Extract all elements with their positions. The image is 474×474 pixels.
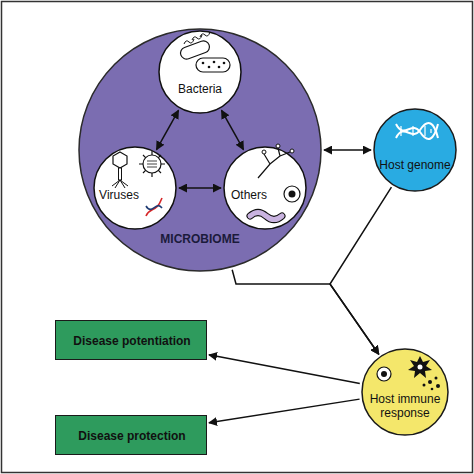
microbiome-circle: MICROBIOME BacteriaViruses Others — [78, 28, 322, 272]
immune-circle: Host immune response — [361, 348, 449, 436]
shape-fill — [374, 109, 456, 191]
node-label: Host immune response — [367, 392, 443, 420]
shape-fill — [79, 29, 321, 271]
node-label: Viruses — [96, 188, 142, 202]
node-label: Disease protection — [56, 429, 208, 443]
taxon-circle: Viruses — [93, 146, 177, 230]
node-label: Others — [227, 188, 271, 202]
shape-outline — [158, 30, 242, 114]
connector-arrow — [232, 270, 379, 354]
connector-arrow — [209, 355, 360, 384]
node-label: Disease potentiation — [56, 334, 208, 348]
genome-circle: Host genome — [373, 108, 457, 192]
shape-fill — [224, 147, 306, 229]
node-label: MICROBIOME — [78, 232, 322, 246]
connector-arrow — [324, 149, 371, 151]
shape-fill — [362, 349, 448, 435]
shape-fill — [159, 31, 241, 113]
node-label: Bacteria — [158, 82, 242, 96]
outcome-box: Disease potentiation — [55, 320, 207, 360]
node-label: Host genome — [373, 158, 457, 172]
shape-fill — [94, 147, 176, 229]
taxon-circle: Others — [223, 146, 307, 230]
connector-arrow — [209, 399, 360, 423]
outcome-box: Disease protection — [55, 415, 207, 455]
taxon-circle: Bacteria — [158, 30, 242, 114]
shape-outline — [373, 108, 457, 192]
connector-arrow — [330, 187, 391, 354]
